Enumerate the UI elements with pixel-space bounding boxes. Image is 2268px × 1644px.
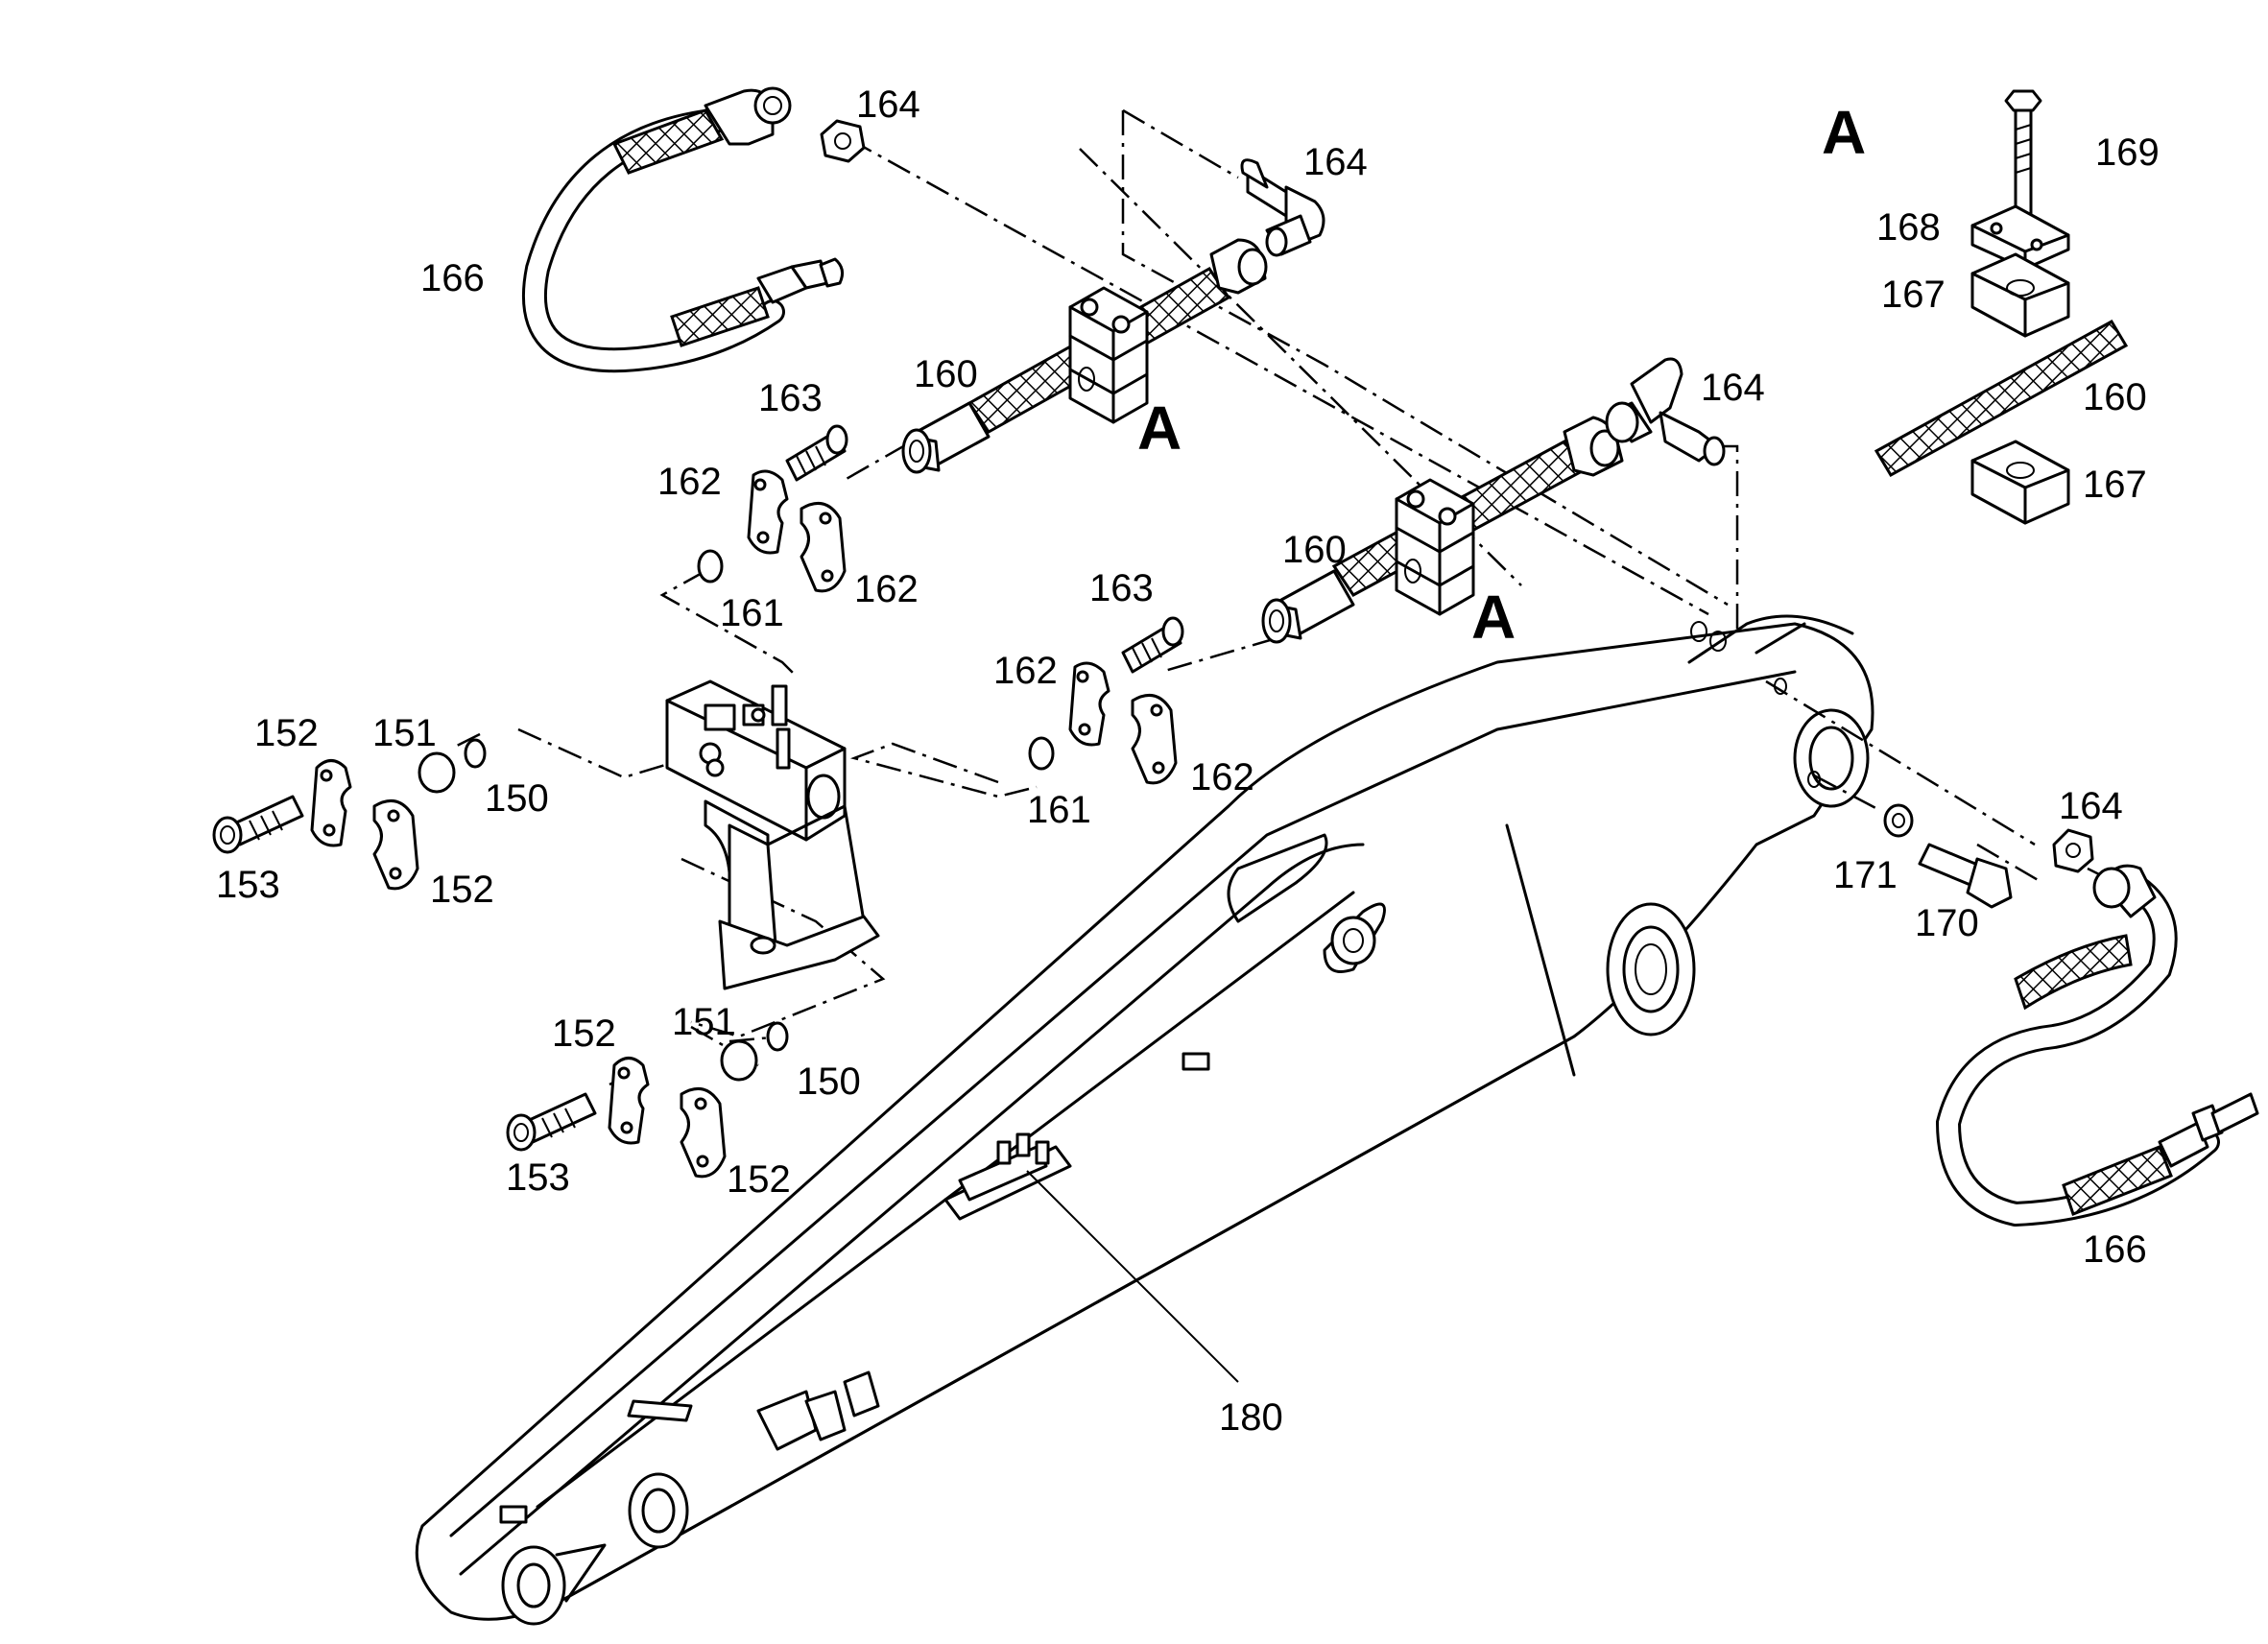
clamp-a-label-upper: A [1137, 393, 1182, 463]
label-167: 167 [1881, 274, 1946, 316]
label-150: 150 [797, 1060, 861, 1103]
label-151: 151 [372, 712, 437, 754]
flange-set-middle [1028, 616, 1184, 785]
label-167: 167 [2083, 464, 2147, 506]
label-164: 164 [1701, 367, 1765, 409]
label-166: 166 [420, 257, 485, 299]
clamp-a-label-lower: A [1471, 583, 1516, 652]
connector-180 [943, 1132, 1239, 1383]
callout-labels: A A A 164 164 164 164 166 166 160 160 16… [216, 83, 2160, 1439]
flange-set-upper [697, 424, 848, 593]
label-160: 160 [2083, 376, 2147, 418]
hose-160-lower [1261, 357, 1726, 644]
label-164: 164 [2059, 785, 2123, 827]
label-153: 153 [506, 1156, 570, 1199]
right-hose-assembly [1883, 803, 2259, 1227]
label-166: 166 [2083, 1228, 2147, 1271]
label-164: 164 [856, 83, 920, 126]
hose-166-top [521, 86, 866, 373]
label-161: 161 [1027, 789, 1091, 831]
label-150: 150 [485, 777, 549, 820]
label-152: 152 [430, 869, 494, 911]
label-152: 152 [552, 1013, 616, 1055]
label-152: 152 [254, 712, 319, 754]
label-163: 163 [758, 377, 823, 419]
port-set-left [212, 738, 487, 891]
label-163: 163 [1089, 567, 1154, 609]
label-161: 161 [720, 592, 784, 634]
valve-block [665, 679, 880, 990]
hose-160-upper [901, 158, 1325, 474]
label-162: 162 [657, 461, 722, 503]
label-170: 170 [1915, 902, 1979, 944]
label-153: 153 [216, 864, 280, 906]
label-160: 160 [1282, 529, 1347, 571]
label-151: 151 [672, 1001, 736, 1043]
boom-arm [415, 614, 1874, 1626]
label-152: 152 [727, 1158, 791, 1201]
label-168: 168 [1876, 206, 1941, 249]
detail-a-title: A [1822, 98, 1866, 167]
label-171: 171 [1833, 854, 1898, 896]
label-169: 169 [2095, 131, 2160, 174]
label-160: 160 [914, 353, 978, 395]
label-180: 180 [1219, 1396, 1283, 1439]
label-162: 162 [993, 650, 1058, 692]
label-164: 164 [1303, 141, 1368, 183]
label-162: 162 [1190, 756, 1254, 798]
detail-a [1874, 89, 2129, 525]
port-set-lower [506, 1021, 789, 1179]
label-162: 162 [854, 568, 919, 610]
